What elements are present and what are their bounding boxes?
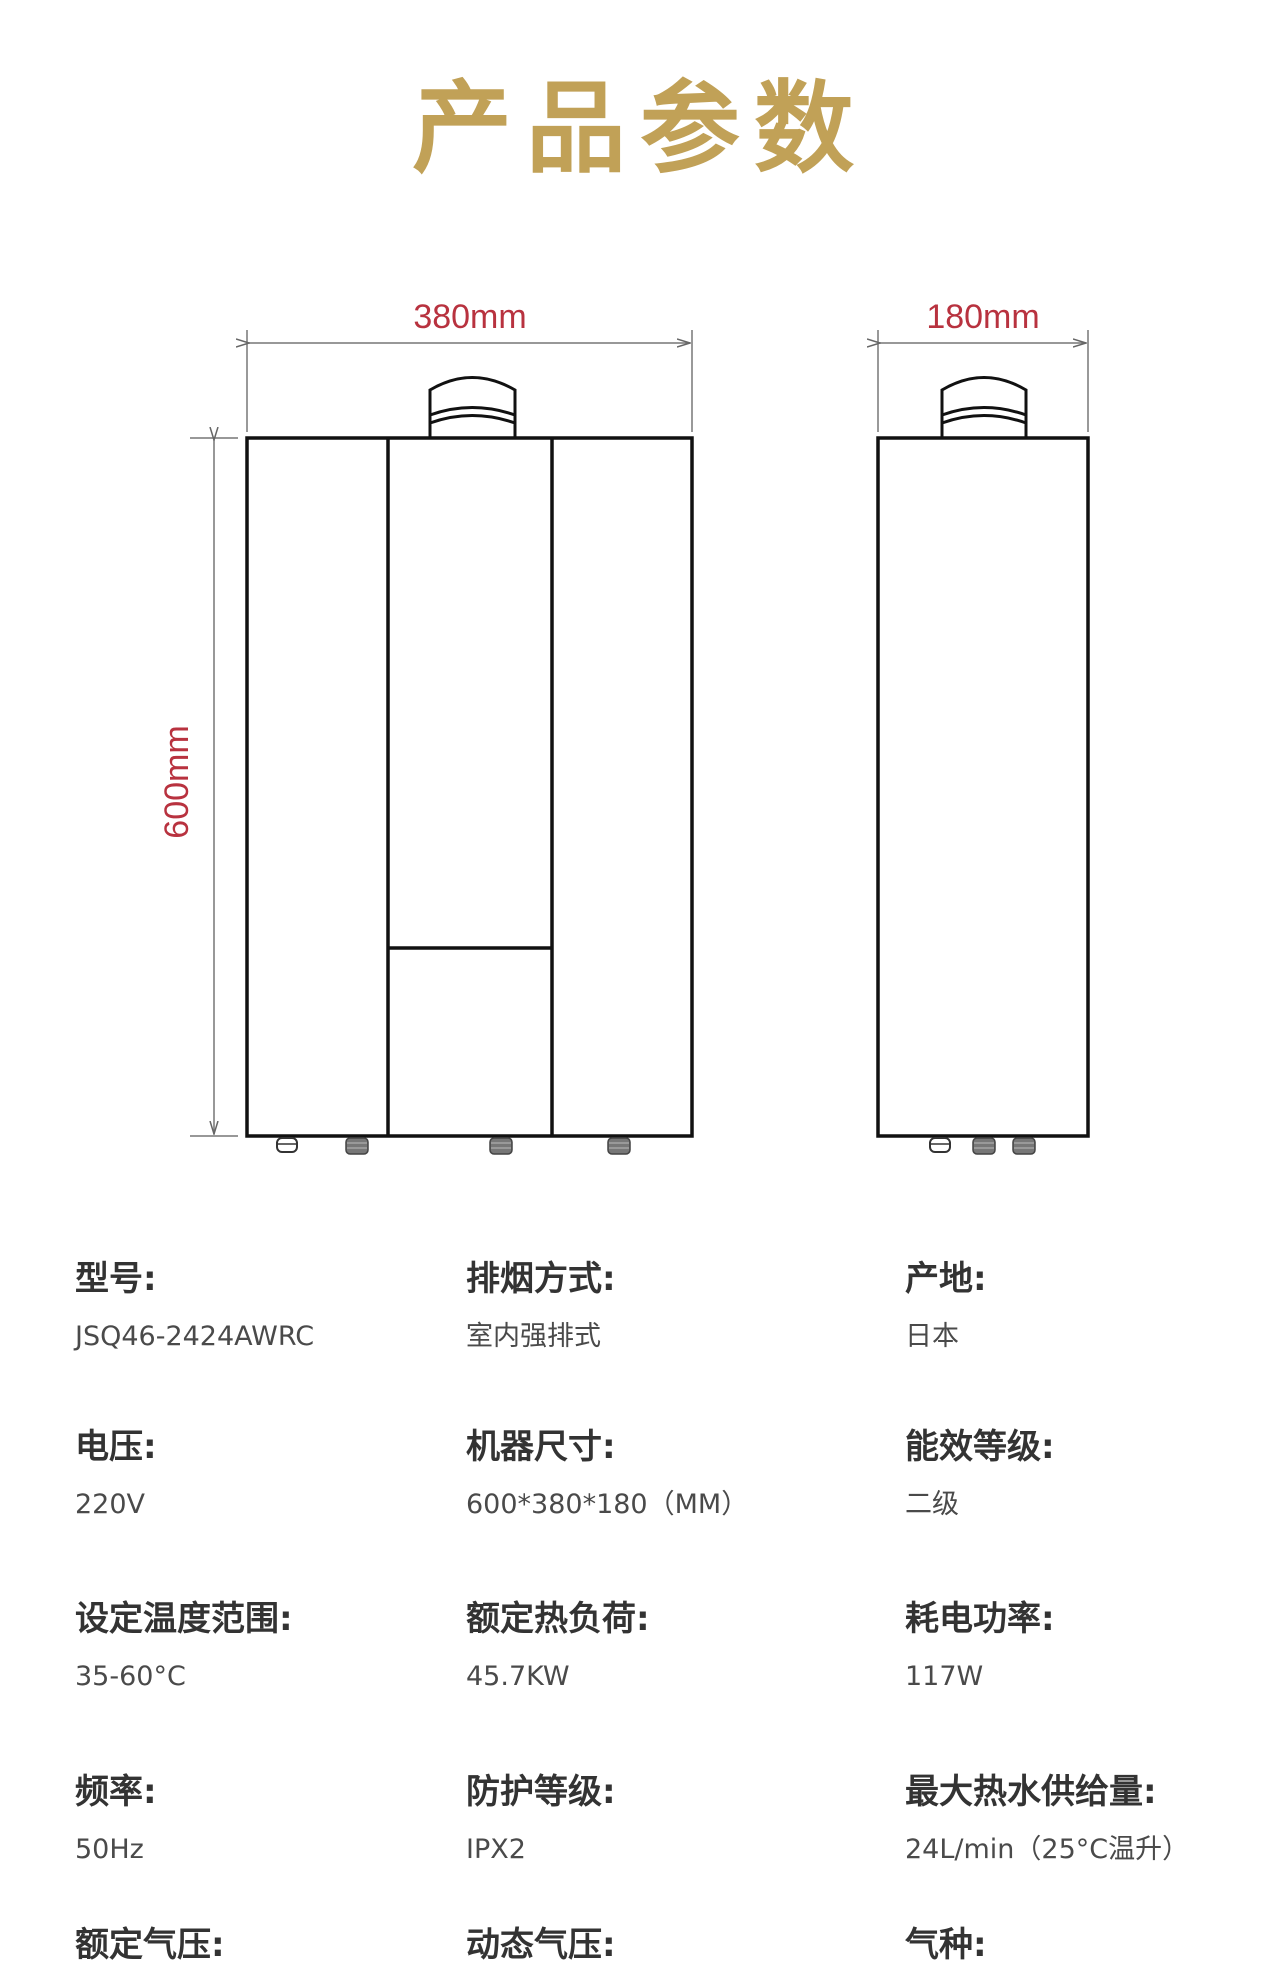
side-body-outline bbox=[876, 436, 1090, 1138]
spec-label: 额定热负荷: bbox=[466, 1599, 650, 1639]
spec-energy-grade: 能效等级: 二级 bbox=[905, 1427, 1055, 1521]
spec-label: 频率: bbox=[75, 1772, 157, 1812]
spec-value: 50Hz bbox=[75, 1834, 144, 1865]
connector-icon bbox=[345, 1137, 369, 1155]
spec-model: 型号: JSQ46-2424AWRC bbox=[75, 1259, 314, 1353]
spec-exhaust-type: 排烟方式: 室内强排式 bbox=[466, 1259, 616, 1353]
side-width-label: 180mm bbox=[926, 298, 1040, 336]
spec-label: 动态气压: bbox=[466, 1925, 616, 1965]
exhaust-chimney-icon bbox=[428, 376, 517, 440]
spec-gas-type: 气种: bbox=[905, 1925, 987, 1965]
spec-value: 24L/min（25°C温升） bbox=[905, 1834, 1190, 1865]
connector-icon bbox=[1012, 1137, 1036, 1155]
spec-value: JSQ46-2424AWRC bbox=[75, 1321, 315, 1352]
spec-voltage: 电压: 220V bbox=[75, 1427, 157, 1521]
spec-label: 排烟方式: bbox=[466, 1259, 616, 1299]
front-body-outline bbox=[245, 436, 694, 1138]
spec-label: 型号: bbox=[75, 1259, 157, 1299]
pipe-connectors bbox=[929, 1137, 1036, 1155]
spec-value: IPX2 bbox=[466, 1834, 526, 1865]
spec-value: 室内强排式 bbox=[466, 1321, 601, 1352]
spec-label: 产地: bbox=[905, 1259, 987, 1299]
front-width-dimension-line bbox=[247, 330, 693, 432]
spec-label: 额定气压: bbox=[75, 1925, 225, 1965]
connector-icon bbox=[607, 1137, 631, 1155]
spec-frequency: 频率: 50Hz bbox=[75, 1772, 157, 1866]
front-view bbox=[190, 330, 694, 1155]
height-label: 600mm bbox=[158, 725, 196, 839]
exhaust-chimney-icon bbox=[940, 376, 1028, 440]
side-width-dimension-line bbox=[878, 330, 1089, 432]
pipe-connectors bbox=[276, 1137, 631, 1155]
front-height-dimension-line bbox=[190, 438, 238, 1137]
spec-value: 600*380*180（MM） bbox=[466, 1489, 749, 1520]
spec-label: 机器尺寸: bbox=[466, 1427, 616, 1467]
page-title: 产品参数 bbox=[412, 70, 868, 187]
spec-label: 气种: bbox=[905, 1925, 987, 1965]
spec-temperature-range: 设定温度范围: 35-60°C bbox=[75, 1599, 293, 1693]
spec-max-hot-water-supply: 最大热水供给量: 24L/min（25°C温升） bbox=[905, 1772, 1189, 1866]
spec-value: 35-60°C bbox=[75, 1661, 186, 1692]
spec-origin: 产地: 日本 bbox=[905, 1259, 987, 1353]
spec-protection-rating: 防护等级: IPX2 bbox=[466, 1772, 616, 1866]
connector-icon bbox=[276, 1137, 298, 1153]
connector-icon bbox=[489, 1137, 513, 1155]
front-width-label: 380mm bbox=[413, 298, 527, 336]
connector-icon bbox=[972, 1137, 996, 1155]
spec-rated-heat-load: 额定热负荷: 45.7KW bbox=[466, 1599, 650, 1693]
spec-label: 防护等级: bbox=[466, 1772, 616, 1812]
spec-value: 日本 bbox=[905, 1321, 959, 1352]
spec-label: 能效等级: bbox=[905, 1427, 1055, 1467]
spec-rated-gas-pressure: 额定气压: bbox=[75, 1925, 225, 1965]
spec-label: 最大热水供给量: bbox=[905, 1772, 1157, 1812]
spec-value: 220V bbox=[75, 1489, 146, 1520]
spec-power-consumption: 耗电功率: 117W bbox=[905, 1599, 1055, 1693]
spec-value: 117W bbox=[905, 1661, 984, 1692]
connector-icon bbox=[929, 1137, 951, 1153]
side-view bbox=[876, 330, 1090, 1155]
spec-dimensions: 机器尺寸: 600*380*180（MM） bbox=[466, 1427, 748, 1521]
spec-label: 耗电功率: bbox=[905, 1599, 1055, 1639]
spec-label: 设定温度范围: bbox=[75, 1599, 293, 1639]
spec-value: 45.7KW bbox=[466, 1661, 570, 1692]
spec-dynamic-gas-pressure: 动态气压: bbox=[466, 1925, 616, 1965]
spec-label: 电压: bbox=[75, 1427, 157, 1467]
spec-value: 二级 bbox=[905, 1489, 959, 1520]
